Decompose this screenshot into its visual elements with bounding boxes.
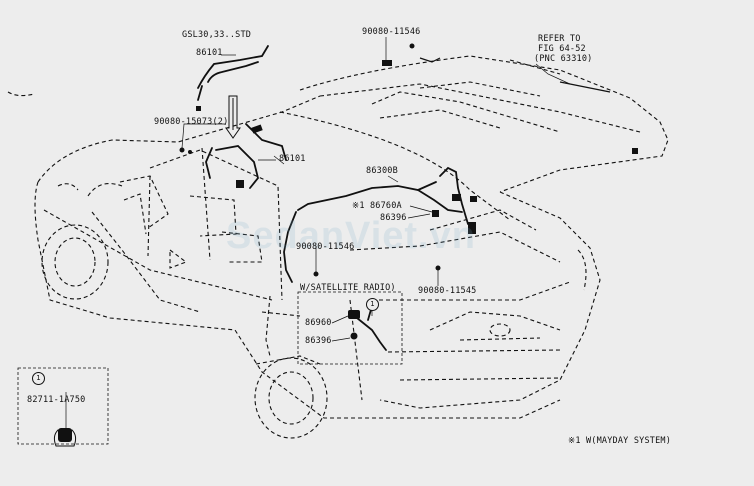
label-86396-a: 86396	[380, 213, 407, 223]
label-90080-11546-top: 90080-11546	[362, 27, 421, 37]
callout-circle-1-lamp: 1	[32, 372, 45, 385]
label-satellite-radio: W/SATELLITE RADIO)	[300, 283, 396, 293]
label-86300b: 86300B	[366, 166, 398, 176]
watermark: SedanViet.vn	[226, 215, 476, 257]
label-86396-b: 86396	[305, 336, 332, 346]
label-90080-11545: 90080-11545	[418, 286, 477, 296]
label-refer-fig: FIG 64-52	[538, 44, 586, 54]
label-gsl-std: GSL30,33..STD	[182, 30, 252, 40]
label-86960: 86960	[305, 318, 332, 328]
label-90080-15073: 90080-15073(2)	[154, 117, 229, 127]
label-refer-to: REFER TO	[538, 34, 581, 44]
label-82711: 82711-1A750	[27, 395, 86, 405]
callout-circle-1-satellite: 1	[366, 298, 379, 311]
label-86760a: ※1 86760A	[352, 201, 402, 211]
label-90080-11546-mid: 90080-11546	[296, 242, 355, 252]
footnote-mayday: ※1 W(MAYDAY SYSTEM)	[568, 436, 672, 446]
label-refer-pnc: (PNC 63310)	[534, 54, 593, 64]
label-86101-top: 86101	[196, 48, 223, 58]
label-86101-mid: 86101	[279, 154, 306, 164]
